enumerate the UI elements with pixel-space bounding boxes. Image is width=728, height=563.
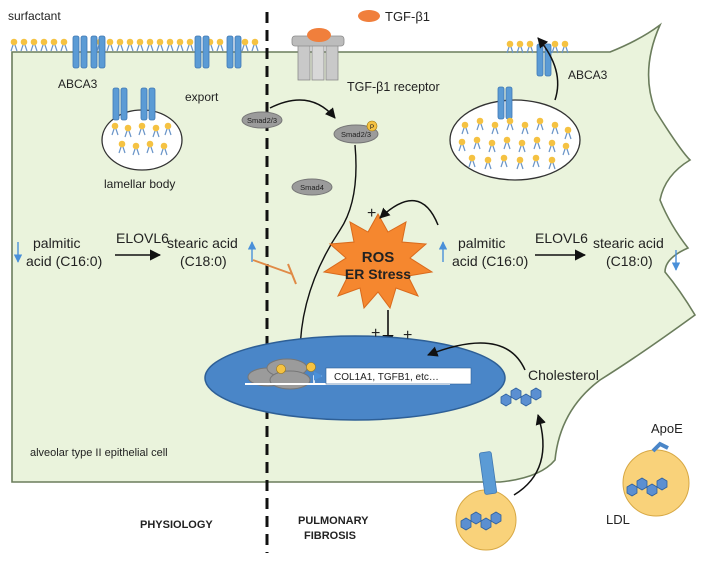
- ldl-particle: [622, 441, 690, 517]
- label-stearic-right-1: stearic acid: [593, 235, 664, 251]
- label-elovl6-left: ELOVL6: [116, 230, 169, 246]
- smad-activation-arrow: [269, 99, 336, 119]
- label-palmitic-right-1: palmitic: [458, 235, 505, 251]
- label-cholesterol: Cholesterol: [528, 367, 599, 383]
- tgf-receptor: [291, 28, 345, 81]
- label-surfactant: surfactant: [8, 9, 61, 23]
- smad4: [291, 178, 333, 196]
- lamellar-body-right: [449, 86, 581, 181]
- label-plus-feedback: +: [367, 205, 376, 222]
- tgf-legend-icon: [358, 10, 380, 22]
- label-apoe: ApoE: [651, 421, 683, 436]
- smad23-b: [333, 120, 379, 144]
- label-smad4: Smad4: [300, 183, 324, 192]
- label-palmitic-left-2: acid (C16:0): [26, 253, 102, 269]
- cholesterol-to-nucleus-arrow: [427, 342, 526, 371]
- label-smad23-b: Smad2/3: [341, 130, 371, 139]
- inhibition-line: [252, 259, 297, 285]
- label-palmitic-left-1: palmitic: [33, 235, 80, 251]
- label-smad23-a: Smad2/3: [247, 116, 277, 125]
- label-physiology: PHYSIOLOGY: [140, 519, 213, 531]
- label-abca3-right: ABCA3: [568, 68, 608, 82]
- label-lamellar-body: lamellar body: [104, 177, 175, 191]
- label-stearic-left-2: (C18:0): [180, 253, 227, 269]
- label-genes: COL1A1, TGFB1, etc…: [334, 372, 439, 383]
- label-plus-ros: +: [371, 325, 380, 342]
- label-export: export: [185, 90, 219, 104]
- label-fibrosis-2: FIBROSIS: [304, 530, 356, 542]
- label-ldl: LDL: [606, 512, 630, 527]
- label-phospho-b: P: [370, 124, 374, 131]
- label-stearic-left-1: stearic acid: [167, 235, 238, 251]
- export-arrow-right: [537, 37, 559, 101]
- ldl-uptake-arrow: [513, 413, 546, 496]
- label-plus-cholesterol: +: [403, 327, 412, 344]
- label-tgf-legend: TGF-β1: [385, 9, 430, 24]
- label-abca3-left: ABCA3: [58, 77, 98, 91]
- label-palmitic-right-2: acid (C16:0): [452, 253, 528, 269]
- label-cell-name: alveolar type II epithelial cell: [30, 447, 168, 459]
- ldl-particle-entering: [455, 451, 517, 551]
- lamellar-body-left: [101, 87, 183, 171]
- label-ros: ROS: [362, 249, 395, 266]
- label-stearic-right-2: (C18:0): [606, 253, 653, 269]
- dna-complex: [245, 358, 472, 390]
- label-elovl6-right: ELOVL6: [535, 230, 588, 246]
- label-er-stress: ER Stress: [345, 266, 411, 282]
- ros-feedback-arrow: [379, 200, 439, 226]
- smad-nucleus-path: [299, 144, 357, 356]
- label-fibrosis-1: PULMONARY: [298, 515, 369, 527]
- smad23-a: [241, 111, 283, 129]
- label-tgf-receptor: TGF-β1 receptor: [347, 80, 440, 94]
- ros-burst: [322, 212, 434, 310]
